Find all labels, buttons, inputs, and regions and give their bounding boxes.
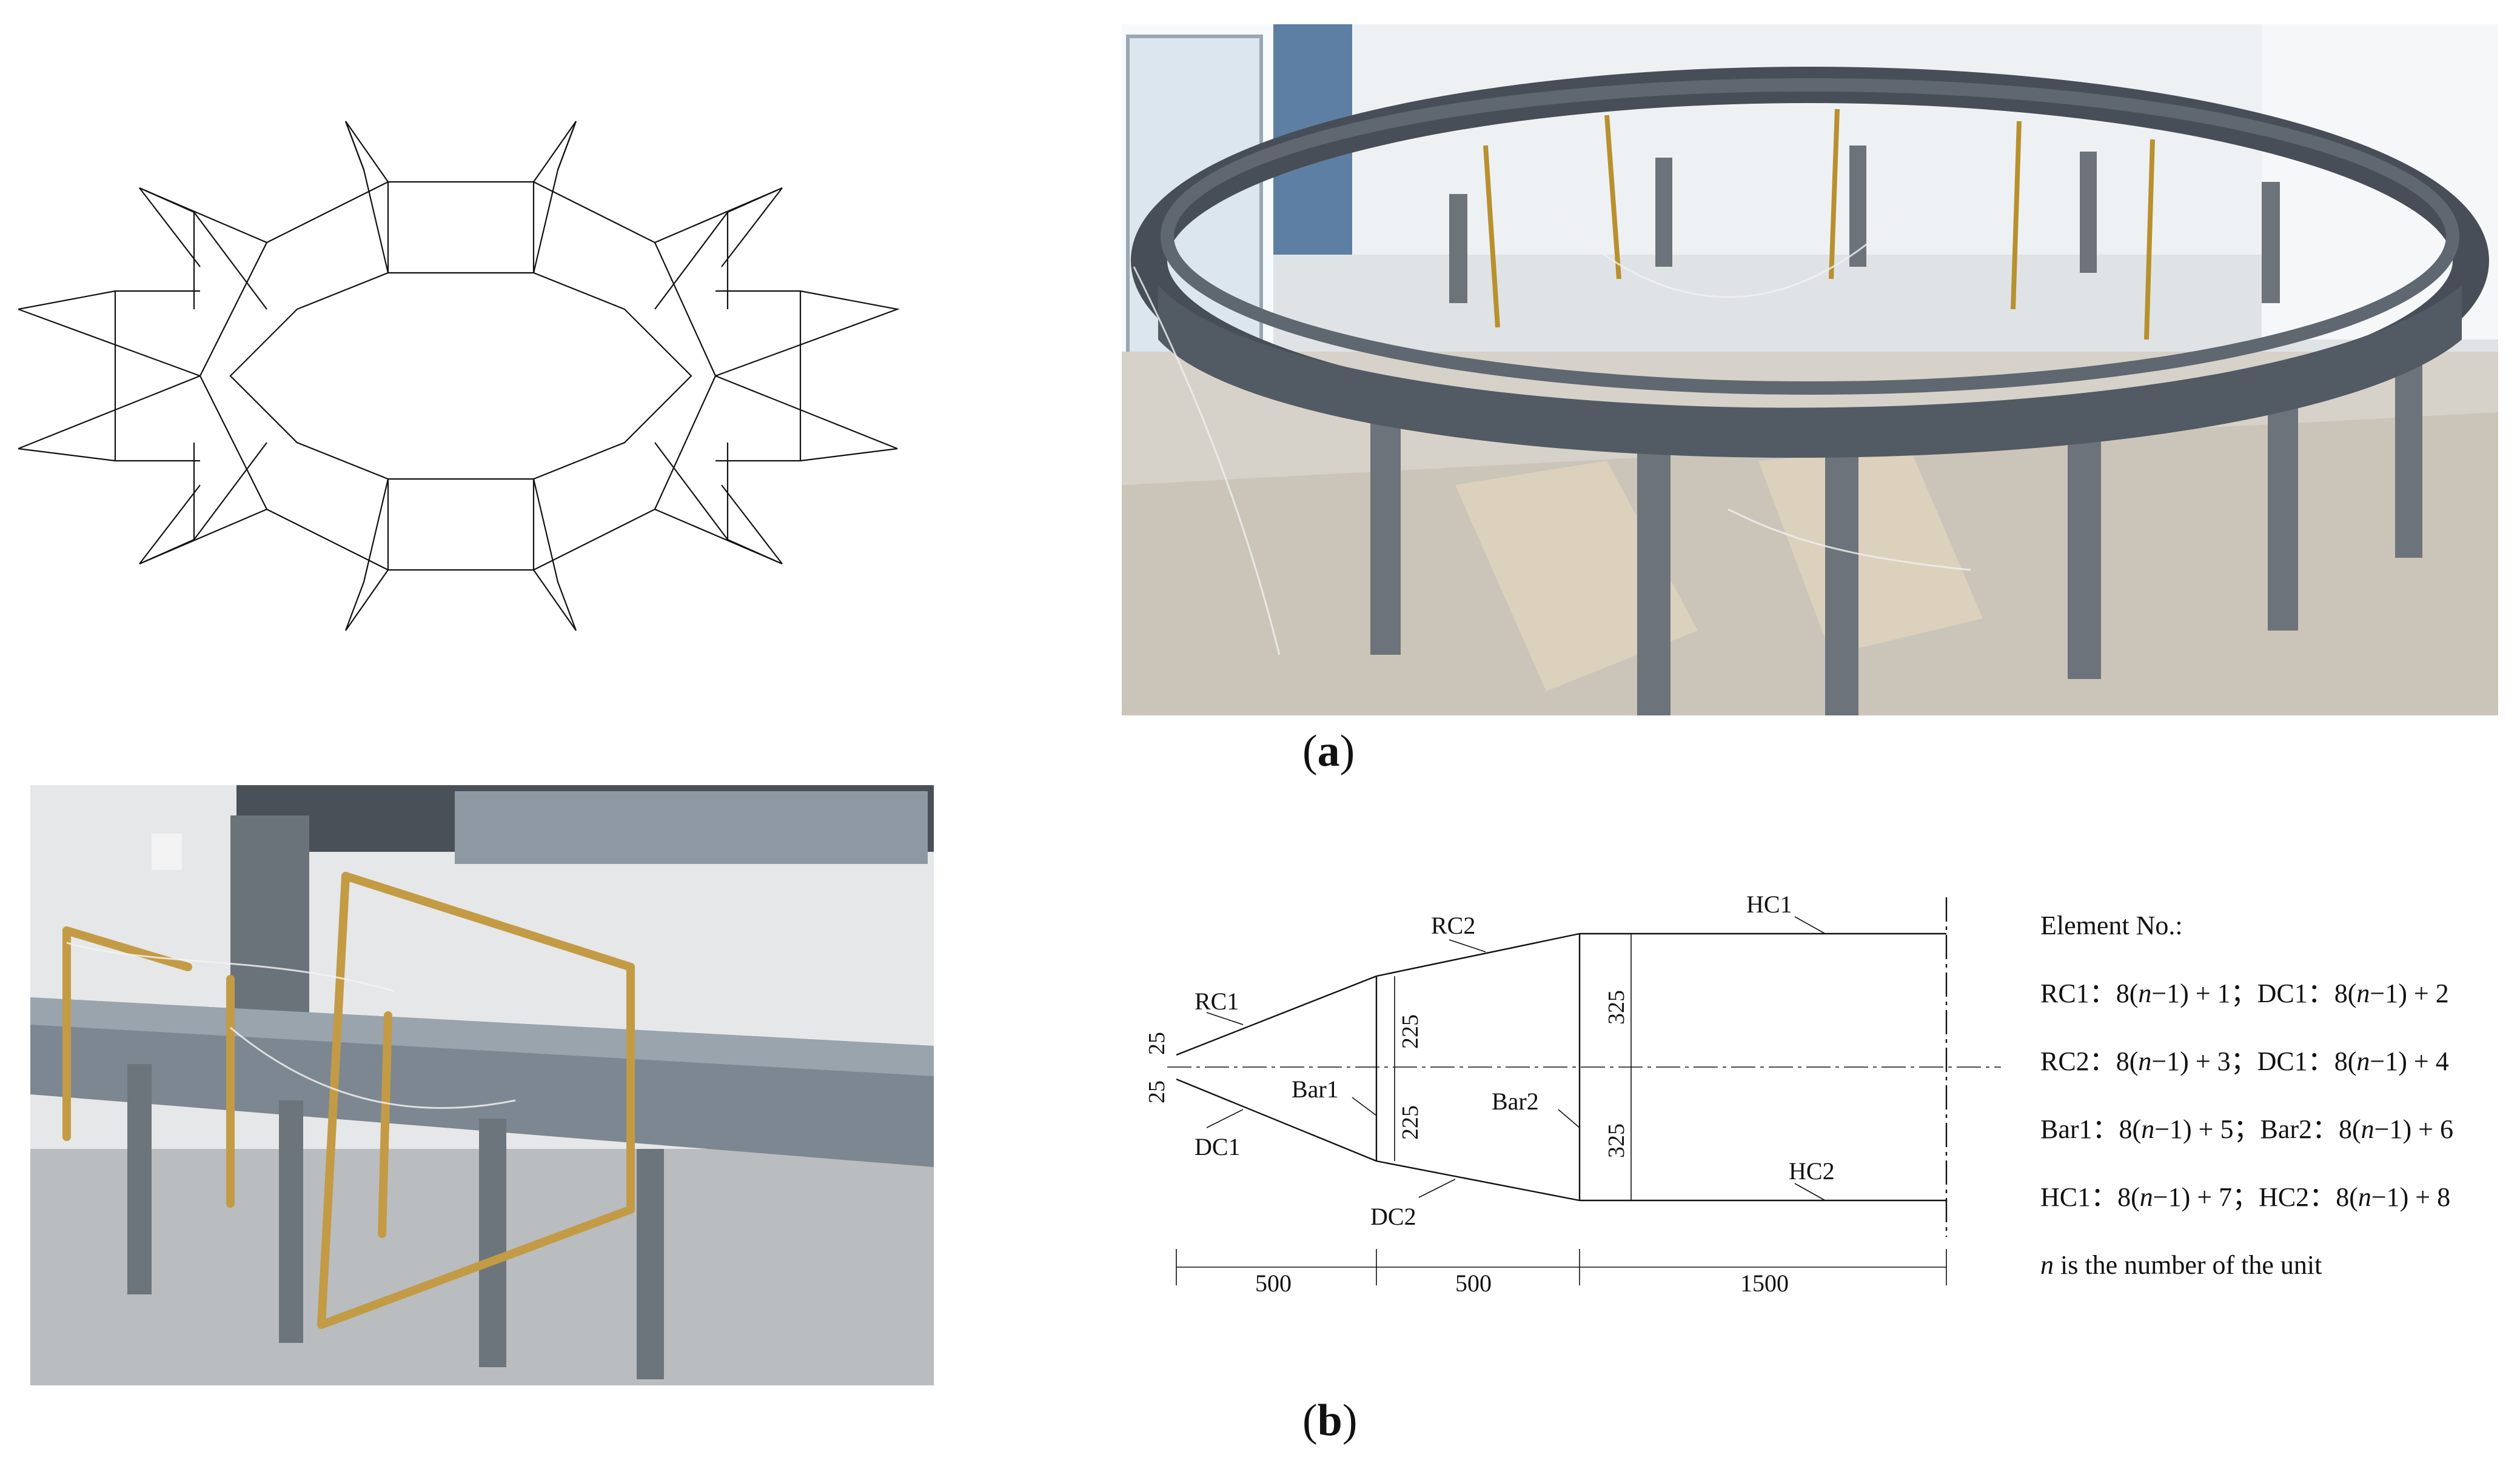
- label-bar2: Bar2: [1492, 1088, 1539, 1115]
- legend-row: RC2：8(n−1) + 3；DC1：8(n−1) + 4: [2040, 1046, 2449, 1076]
- label-rc1: RC1: [1195, 988, 1239, 1015]
- label-dc2: DC2: [1370, 1203, 1416, 1230]
- dim-offset-top: 25: [1144, 1032, 1170, 1055]
- label-dc1: DC1: [1195, 1133, 1241, 1160]
- caption-b: (b): [1302, 1396, 1358, 1445]
- legend-row: Bar1：8(n−1) + 5；Bar2：8(n−1) + 6: [2040, 1114, 2453, 1144]
- dim-seg3: 1500: [1740, 1270, 1789, 1297]
- unit-dimension-drawing: RC1 RC2 HC1 DC1 DC2 HC2 Bar1 Bar2 500 50…: [1144, 891, 2001, 1297]
- legend-title: Element No.:: [2040, 911, 2183, 940]
- element-number-legend: Element No.: RC1：8(n−1) + 1；DC1：8(n−1) +…: [2040, 912, 2507, 1320]
- dc1-line: [1176, 1078, 1377, 1162]
- rc1-line: [1176, 975, 1377, 1056]
- label-rc2: RC2: [1431, 912, 1475, 939]
- dim-seg2: 500: [1455, 1270, 1492, 1297]
- ring-model-photo: [1122, 24, 2498, 715]
- dim-seg1: 500: [1255, 1270, 1292, 1297]
- dim-bar1-upper: 225: [1398, 1014, 1423, 1049]
- unit-model-photo: [30, 785, 934, 1385]
- dim-bar2-upper: 325: [1604, 990, 1629, 1025]
- legend-row: RC1：8(n−1) + 1；DC1：8(n−1) + 2: [2040, 979, 2449, 1008]
- dc2-line: [1376, 1160, 1580, 1202]
- ring-wireframe-drawing: [18, 121, 900, 631]
- legend-note: n is the number of the unit: [2040, 1250, 2322, 1280]
- caption-a: (a): [1302, 726, 1355, 776]
- dim-bar1-lower: 225: [1398, 1105, 1423, 1140]
- dim-offset-bottom: 25: [1144, 1080, 1170, 1103]
- label-hc2: HC2: [1789, 1157, 1835, 1185]
- dim-bar2-lower: 325: [1604, 1123, 1629, 1158]
- label-bar1: Bar1: [1292, 1076, 1339, 1103]
- legend-row: HC1：8(n−1) + 7；HC2：8(n−1) + 8: [2040, 1182, 2451, 1212]
- rc2-line: [1376, 932, 1580, 977]
- label-hc1: HC1: [1746, 891, 1792, 918]
